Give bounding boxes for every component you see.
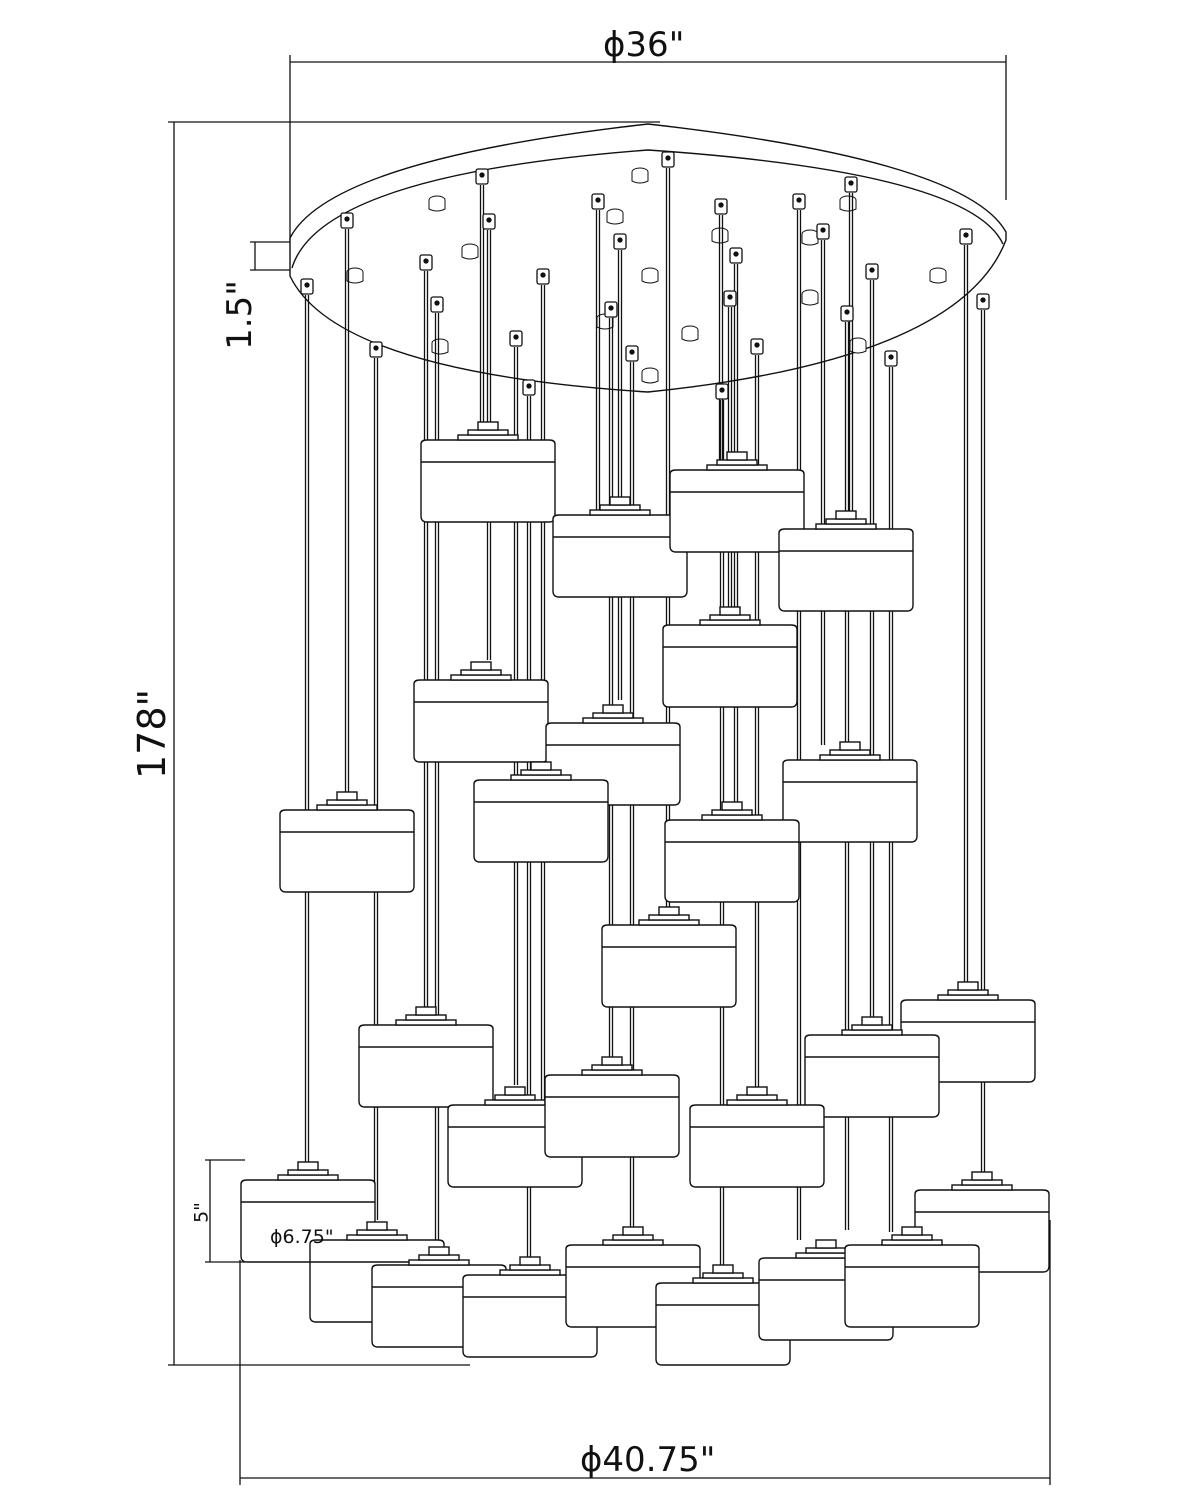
pendant-shades [240,421,1050,1366]
dimension-lines [168,55,1051,1485]
canopy-diameter-label: ϕ36" [603,25,685,65]
overall-height-label: 178" [130,688,174,779]
overall-diameter-label: ϕ40.75" [580,1440,716,1480]
canopy-height-label: 1.5" [220,280,260,350]
canopy-plate [289,123,1007,393]
shade-height-label: 5" [190,1202,213,1223]
shade-diameter-label: ϕ6.75" [270,1226,334,1248]
